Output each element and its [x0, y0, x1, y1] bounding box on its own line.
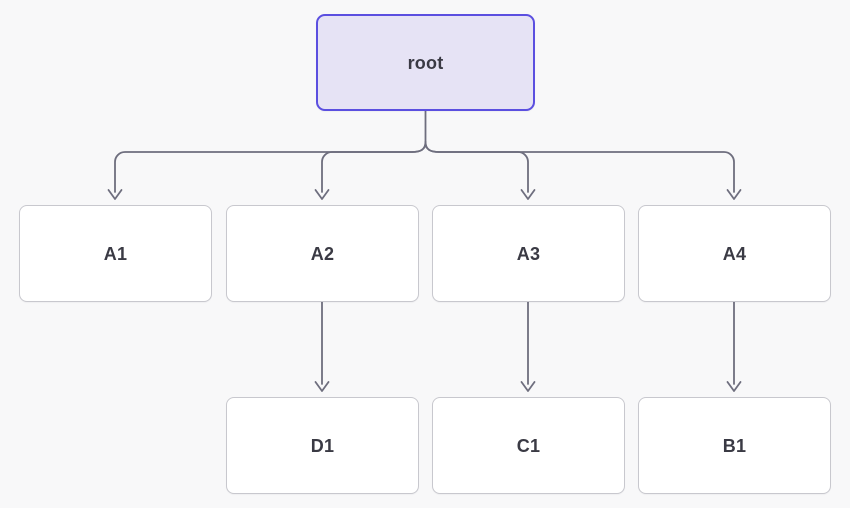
arrowhead-A3-icon	[520, 189, 536, 200]
node-c1[interactable]: C1	[432, 397, 625, 494]
edge-root-A1	[114, 141, 427, 193]
node-a2[interactable]: A2	[226, 205, 419, 302]
arrowhead-B1-icon	[726, 381, 742, 392]
node-d1[interactable]: D1	[226, 397, 419, 494]
arrowhead-A2-icon	[314, 189, 330, 200]
edge-root-A2	[321, 141, 427, 193]
arrowhead-A4-icon	[726, 189, 742, 200]
node-a4-label: A4	[722, 243, 747, 264]
arrowhead-A1-icon	[107, 189, 123, 200]
node-a3-label: A3	[516, 243, 541, 264]
node-a1[interactable]: A1	[19, 205, 212, 302]
node-a4[interactable]: A4	[638, 205, 831, 302]
node-root[interactable]: root	[316, 14, 535, 111]
node-c1-label: C1	[516, 435, 541, 456]
node-root-label: root	[407, 52, 444, 73]
node-b1[interactable]: B1	[638, 397, 831, 494]
arrowhead-C1-icon	[520, 381, 536, 392]
edge-root-A3	[424, 141, 529, 193]
node-b1-label: B1	[722, 435, 747, 456]
node-a1-label: A1	[103, 243, 128, 264]
node-a3[interactable]: A3	[432, 205, 625, 302]
node-a2-label: A2	[310, 243, 335, 264]
node-d1-label: D1	[310, 435, 335, 456]
arrowhead-D1-icon	[314, 381, 330, 392]
edge-root-A4	[424, 141, 735, 193]
